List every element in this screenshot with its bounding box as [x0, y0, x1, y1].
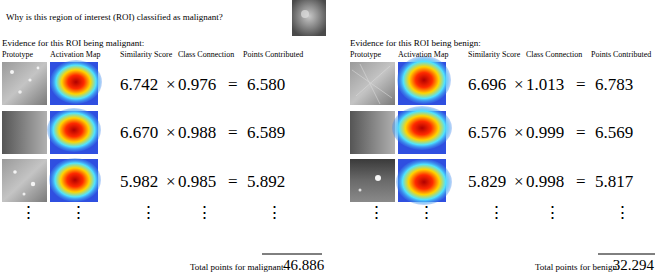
ellipsis: ⋮	[418, 204, 435, 221]
ellipsis: ⋮	[70, 204, 87, 221]
column-header: Class Connection	[178, 51, 234, 59]
operator: ×	[166, 76, 176, 93]
operator: =	[228, 124, 238, 141]
similarity-score: 5.829	[468, 173, 506, 190]
ellipsis: ⋮	[196, 204, 213, 221]
column-header: Class Connection	[526, 51, 582, 59]
similarity-score: 5.982	[120, 173, 158, 190]
figure-title: Why is this region of interest (ROI) cla…	[6, 13, 223, 22]
class-connection: 0.998	[526, 173, 564, 190]
column-header: Prototype	[350, 51, 381, 59]
points-value: 6.580	[247, 76, 285, 93]
class-connection: 0.988	[178, 124, 216, 141]
operator: =	[228, 173, 238, 190]
column-header: Similarity Score	[120, 51, 172, 59]
similarity-score: 6.670	[120, 124, 158, 141]
ellipsis: ⋮	[614, 204, 631, 221]
operator: ×	[514, 173, 524, 190]
class-connection: 0.985	[178, 173, 216, 190]
ellipsis: ⋮	[266, 204, 283, 221]
section-heading: Evidence for this ROI being malignant:	[2, 39, 144, 48]
ellipsis: ⋮	[368, 204, 385, 221]
class-connection: 1.013	[526, 76, 564, 93]
similarity-score: 6.576	[468, 124, 506, 141]
column-header: Similarity Score	[468, 51, 520, 59]
operator: =	[576, 76, 586, 93]
points-value: 6.569	[595, 124, 633, 141]
total-value: 32.294	[613, 258, 654, 273]
ellipsis: ⋮	[488, 204, 505, 221]
class-connection: 0.999	[526, 124, 564, 141]
similarity-score: 6.696	[468, 76, 506, 93]
operator: ×	[514, 124, 524, 141]
column-header: Activation Map	[50, 51, 100, 59]
points-value: 6.589	[247, 124, 285, 141]
column-header: Points Contributed	[591, 51, 651, 59]
total-value: 46.886	[283, 258, 324, 273]
total-label: Total points for malignant:	[190, 263, 286, 272]
operator: ×	[166, 173, 176, 190]
operator: =	[576, 124, 586, 141]
column-header: Prototype	[2, 51, 33, 59]
ellipsis: ⋮	[140, 204, 157, 221]
operator: =	[228, 76, 238, 93]
column-header: Points Contributed	[243, 51, 303, 59]
total-label: Total points for benign:	[535, 263, 620, 272]
operator: =	[576, 173, 586, 190]
ellipsis: ⋮	[20, 204, 37, 221]
points-value: 5.817	[595, 173, 633, 190]
operator: ×	[166, 124, 176, 141]
class-connection: 0.976	[178, 76, 216, 93]
ellipsis: ⋮	[544, 204, 561, 221]
points-value: 5.892	[247, 173, 285, 190]
column-header: Activation Map	[398, 51, 448, 59]
similarity-score: 6.742	[120, 76, 158, 93]
operator: ×	[514, 76, 524, 93]
section-heading: Evidence for this ROI being benign:	[350, 39, 481, 48]
points-value: 6.783	[595, 76, 633, 93]
